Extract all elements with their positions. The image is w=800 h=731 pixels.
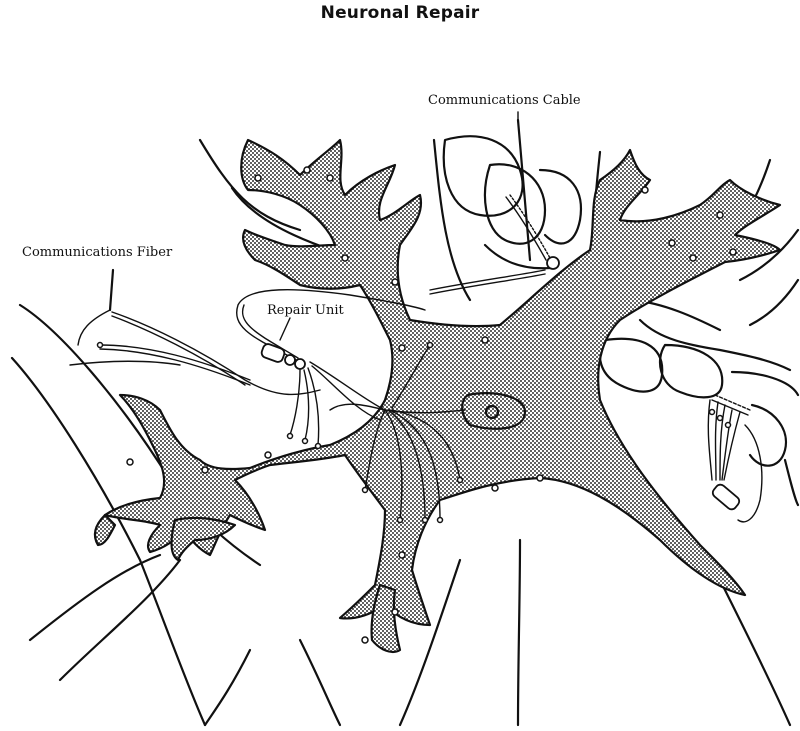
nucleolus [484,404,500,420]
communications-cable [429,118,560,295]
secondary-repair-unit [707,394,763,523]
neuron-cell-body [93,138,782,654]
communications-fiber-label: Communications Fiber [22,245,173,260]
repair-fibers [286,336,544,524]
communications-fiber [69,268,321,396]
communications-cable-label: Communications Cable [428,93,581,108]
repair-unit-label: Repair Unit [267,303,344,318]
background-cells [10,135,800,727]
synaptic-nodes [126,166,737,644]
figure-title: Neuronal Repair [320,3,480,23]
repair-unit [236,289,426,370]
